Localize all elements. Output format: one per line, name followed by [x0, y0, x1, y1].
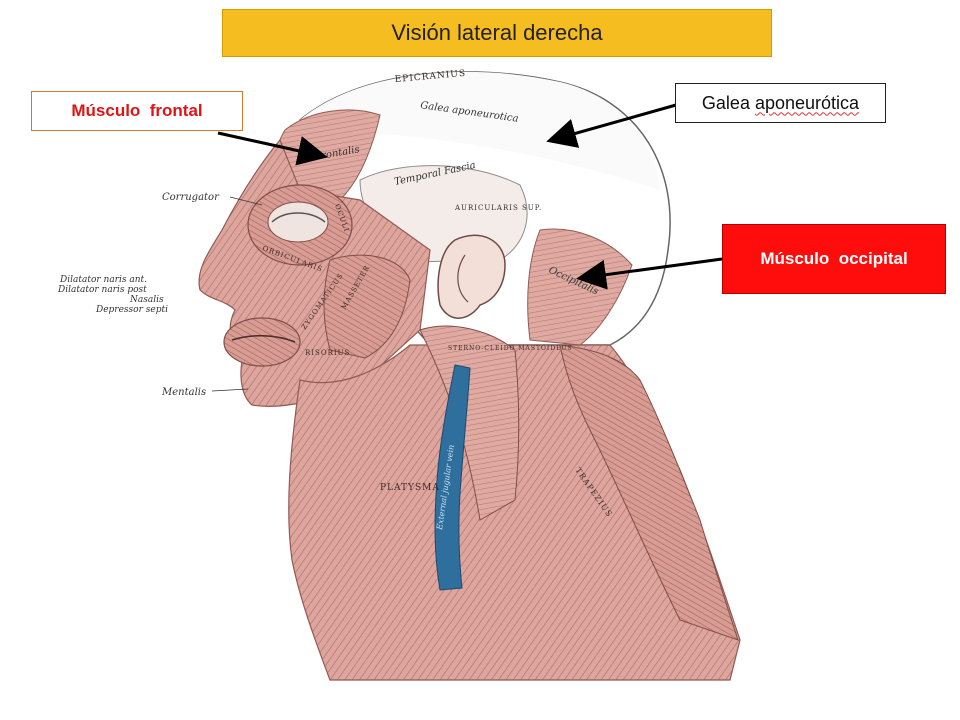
trapezius-muscle [559, 344, 739, 641]
eye-lid [267, 201, 329, 243]
callout-galea: Galea aponeurótica [675, 83, 886, 123]
callout-galea-word: Galea [701, 92, 750, 113]
orbicularis-oris [223, 317, 301, 367]
label-auricularis: AURICULARIS SUP. [454, 204, 542, 212]
label-depressor: Depressor septi [95, 305, 168, 315]
callout-frontal: Músculo frontal [31, 91, 243, 131]
slide-title: Visión lateral derecha [222, 9, 772, 57]
external-jugular-vein [434, 364, 471, 591]
label-dilatator-ant: Dilatator naris ant. [59, 275, 147, 285]
callout-occipital: Músculo occipital [722, 224, 946, 294]
label-platysma: PLATYSMA [380, 483, 440, 493]
arrow-galea [546, 103, 677, 148]
label-corrugator: Corrugator [162, 192, 220, 203]
label-mentalis: Mentalis [161, 387, 206, 398]
callout-galea-word2: aponeurótica [754, 92, 860, 113]
callout-occipital-text: Músculo occipital [760, 249, 908, 268]
arrow-occipital [576, 257, 723, 290]
label-dilatator-post: Dilatator naris post [57, 285, 147, 295]
galea-region [300, 71, 660, 190]
label-nasalis: Nasalis [129, 295, 164, 305]
slide-title-text: Visión lateral derecha [391, 20, 603, 45]
callout-frontal-text: Músculo frontal [71, 101, 203, 120]
label-risorius: RISORIUS [305, 349, 350, 357]
arrow-frontal [217, 131, 328, 166]
masseter-muscle [323, 254, 411, 359]
label-sternocleido: STERNO-CLEIDO MASTOIDEUS [448, 345, 573, 352]
ear [437, 234, 506, 319]
